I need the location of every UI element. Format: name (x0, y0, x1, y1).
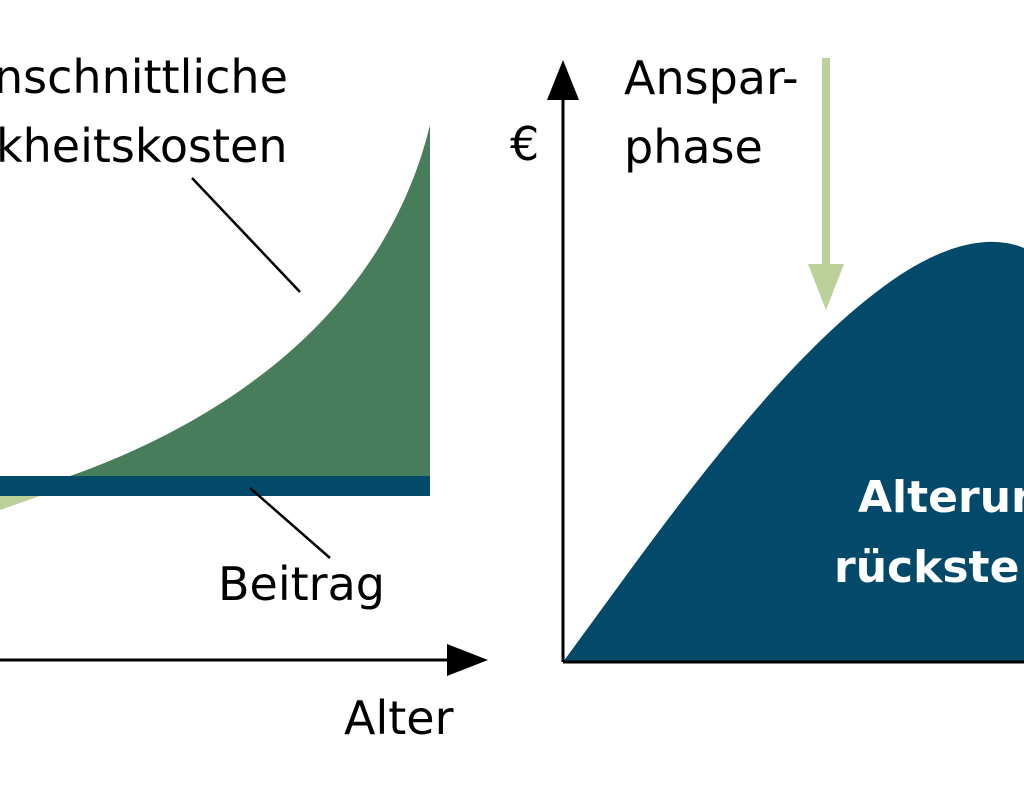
y-axis-label: € (510, 117, 539, 171)
contribution-bar (0, 476, 430, 496)
cost-curve-label-line1: nschnittliche (0, 50, 288, 104)
savings-phase-label-line1: Anspar- (624, 51, 799, 105)
left-x-axis-arrowhead (447, 644, 488, 676)
reserve-label-line2: rückste (834, 542, 1019, 593)
savings-phase-arrow-shaft (822, 58, 830, 268)
x-axis-label: Alter (344, 691, 454, 745)
cost-curve-label-line2: kheitskosten (0, 119, 287, 173)
left-panel: nschnittliche kheitskosten Beitrag Alter (0, 50, 488, 745)
reserve-area (563, 241, 1024, 662)
cost-area (70, 125, 430, 476)
savings-phase-label-line2: phase (624, 120, 763, 174)
contribution-label: Beitrag (218, 557, 385, 611)
savings-phase-arrowhead (808, 264, 844, 310)
right-panel: € Anspar- phase Alterur rückste (510, 51, 1024, 664)
reserve-label-line1: Alterur (858, 472, 1024, 523)
contribution-leader-line (249, 487, 331, 559)
cost-leader-line (191, 177, 301, 293)
left-light-wedge (0, 496, 40, 510)
right-y-axis-arrowhead (547, 60, 579, 100)
